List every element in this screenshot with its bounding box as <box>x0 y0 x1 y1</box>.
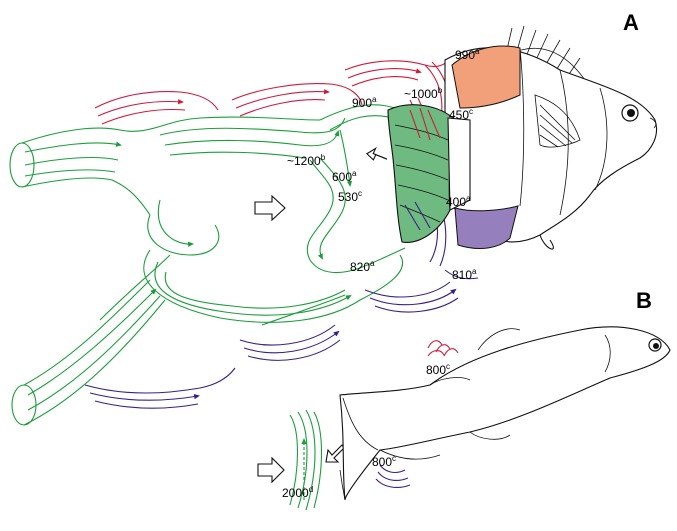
flow-arrow-icon <box>326 445 344 462</box>
label-2000: 2000d <box>282 485 313 500</box>
label-820: 820a <box>350 259 375 274</box>
label-810: 810a <box>452 267 477 282</box>
flow-arrow-icon <box>258 458 284 482</box>
fish-a <box>445 26 657 249</box>
label-800-bottom: 800c <box>372 454 396 469</box>
label-600: 600a <box>332 169 357 184</box>
label-900: 900a <box>352 95 377 110</box>
panel-label-a: A <box>623 10 639 35</box>
green-tube-network <box>10 105 405 425</box>
flow-arrow-icon <box>255 196 285 220</box>
panel-label-b: B <box>636 288 652 313</box>
fish-b <box>290 327 670 510</box>
label-1200: ~1200b <box>287 153 326 168</box>
flow-arrow-icon <box>366 146 387 165</box>
label-1000: ~1000b <box>404 86 443 101</box>
label-530: 530c <box>338 189 362 204</box>
